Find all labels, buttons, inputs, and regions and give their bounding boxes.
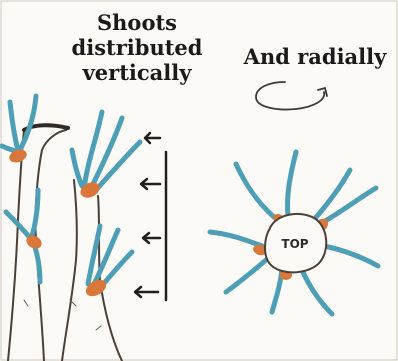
arrows [135,133,160,297]
left-caption: Shoots distributed vertically [62,10,212,85]
top-label: TOP [281,237,308,251]
left-caption-line-1: Shoots [62,10,212,35]
arrow-4 [135,287,158,297]
cut-trunk-left-edge [8,130,24,361]
bark-marks [24,300,101,330]
vertical-shoots-drawing [2,96,166,361]
right-trunk-shoots [72,112,140,288]
arrow-3 [143,233,160,243]
rotation-arrowhead [318,88,327,96]
trunk-left-edge [62,180,77,361]
buds-vertical [7,147,109,299]
rotation-arrow [256,82,324,110]
left-caption-line-3: vertically [62,60,212,85]
radial-shoots-drawing: TOP [210,82,378,314]
arrow-2 [141,179,160,189]
right-caption: And radially [232,44,398,69]
left-caption-line-2: distributed [62,35,212,60]
arrow-1 [145,133,160,143]
left-trunk-shoots [2,96,40,282]
